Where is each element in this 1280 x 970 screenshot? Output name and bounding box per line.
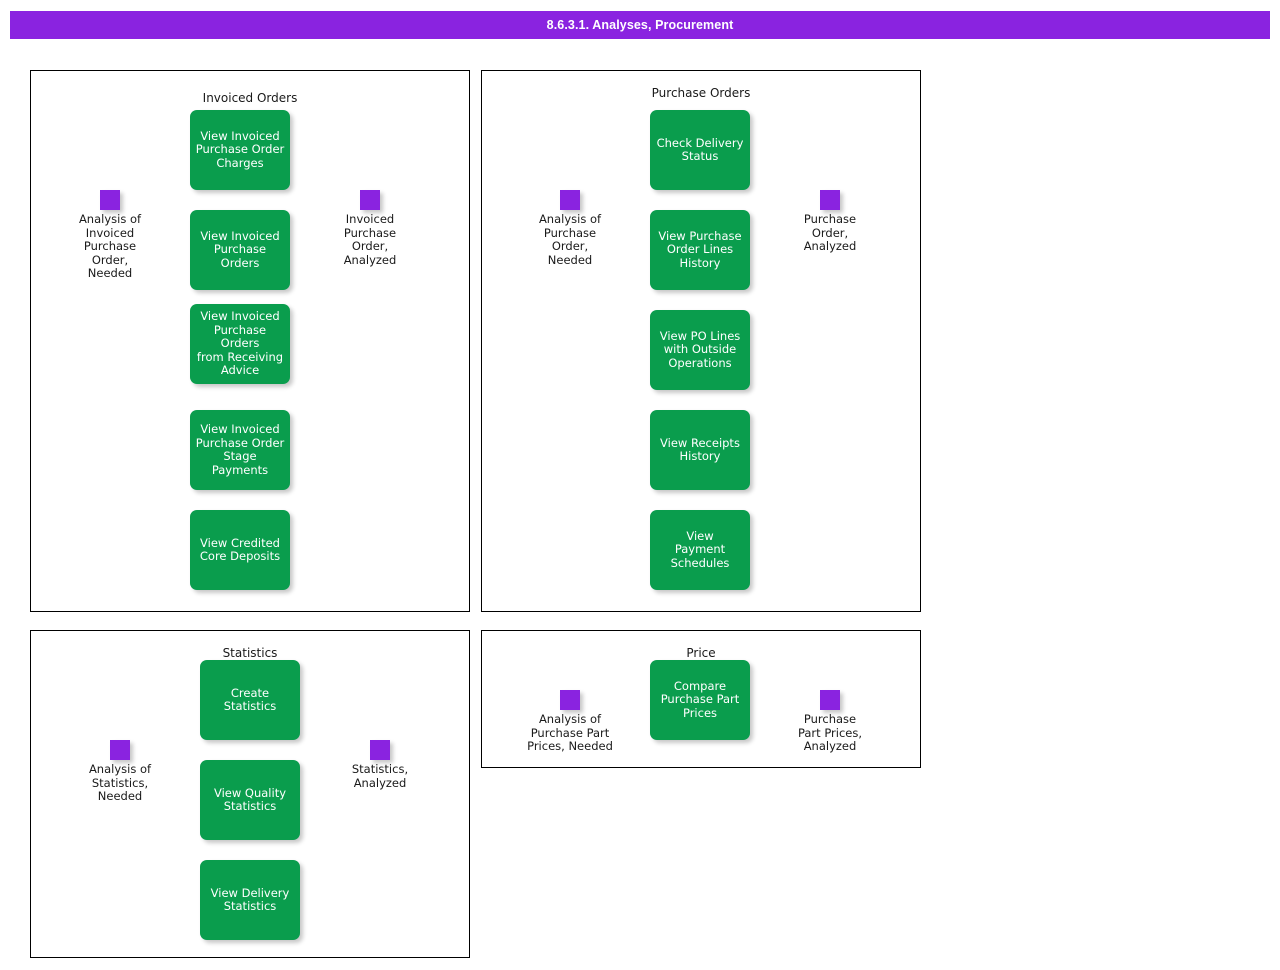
start-event-label-statistics: Analysis of Statistics, Needed	[88, 762, 152, 803]
start-event-label-price: Analysis of Purchase Part Prices, Needed	[527, 712, 613, 753]
process-view-credited-core-deposits[interactable]: View Credited Core Deposits	[190, 510, 290, 590]
process-label: View Invoiced Purchase Order Charges	[195, 128, 285, 170]
process-view-invoiced-purchase-order-stage-payments[interactable]: View Invoiced Purchase Order Stage Payme…	[190, 410, 290, 490]
process-label: View Credited Core Deposits	[199, 535, 281, 563]
process-view-purchase-order-lines-history[interactable]: View Purchase Order Lines History	[650, 210, 750, 290]
panel-title-invoiced-orders: Invoiced Orders	[202, 91, 298, 105]
process-view-delivery-statistics[interactable]: View Delivery Statistics	[200, 860, 300, 940]
start-event-label-invoiced-orders: Analysis of Invoiced Purchase Order, Nee…	[78, 212, 142, 280]
process-label: View Invoiced Purchase Orders	[200, 228, 280, 270]
end-event-price[interactable]	[820, 690, 840, 710]
end-event-purchase-orders[interactable]	[820, 190, 840, 210]
process-create-statistics[interactable]: Create Statistics	[200, 660, 300, 740]
start-event-price[interactable]	[560, 690, 580, 710]
start-event-purchase-orders[interactable]	[560, 190, 580, 210]
start-event-invoiced-orders[interactable]	[100, 190, 120, 210]
process-label: View PO Lines with Outside Operations	[659, 328, 741, 370]
process-view-invoiced-purchase-orders[interactable]: View Invoiced Purchase Orders	[190, 210, 290, 290]
process-label: Check Delivery Status	[656, 135, 744, 163]
process-label: View Payment Schedules	[670, 528, 730, 570]
start-event-statistics[interactable]	[110, 740, 130, 760]
panel-title-purchase-orders: Purchase Orders	[651, 86, 751, 100]
process-view-quality-statistics[interactable]: View Quality Statistics	[200, 760, 300, 840]
process-check-delivery-status[interactable]: Check Delivery Status	[650, 110, 750, 190]
page-title-bar: 8.6.3.1. Analyses, Procurement	[10, 11, 1270, 39]
process-label: Create Statistics	[223, 685, 277, 713]
process-label: View Invoiced Purchase Orders from Recei…	[196, 309, 284, 378]
page-title: 8.6.3.1. Analyses, Procurement	[546, 18, 734, 32]
process-view-payment-schedules[interactable]: View Payment Schedules	[650, 510, 750, 590]
process-label: Compare Purchase Part Prices	[660, 678, 740, 720]
end-event-label-invoiced-orders: Invoiced Purchase Order, Analyzed	[343, 212, 397, 267]
end-event-label-price: Purchase Part Prices, Analyzed	[797, 712, 863, 753]
process-view-po-lines-with-outside-operations[interactable]: View PO Lines with Outside Operations	[650, 310, 750, 390]
start-event-label-purchase-orders: Analysis of Purchase Order, Needed	[538, 212, 602, 267]
end-event-statistics[interactable]	[370, 740, 390, 760]
process-label: View Invoiced Purchase Order Stage Payme…	[195, 422, 285, 477]
process-label: View Receipts History	[660, 435, 740, 463]
process-compare-purchase-part-prices[interactable]: Compare Purchase Part Prices	[650, 660, 750, 740]
end-event-label-purchase-orders: Purchase Order, Analyzed	[803, 212, 857, 253]
panel-title-statistics: Statistics	[222, 646, 278, 660]
process-view-invoiced-purchase-order-charges[interactable]: View Invoiced Purchase Order Charges	[190, 110, 290, 190]
process-view-receipts-history[interactable]: View Receipts History	[650, 410, 750, 490]
process-label: View Delivery Statistics	[210, 885, 290, 913]
process-label: View Purchase Order Lines History	[658, 228, 742, 270]
end-event-label-statistics: Statistics, Analyzed	[351, 762, 409, 790]
process-label: View Quality Statistics	[213, 785, 287, 813]
process-view-invoiced-purchase-orders-from-receiving-advice[interactable]: View Invoiced Purchase Orders from Recei…	[190, 304, 290, 384]
panel-title-price: Price	[686, 646, 716, 660]
end-event-invoiced-orders[interactable]	[360, 190, 380, 210]
